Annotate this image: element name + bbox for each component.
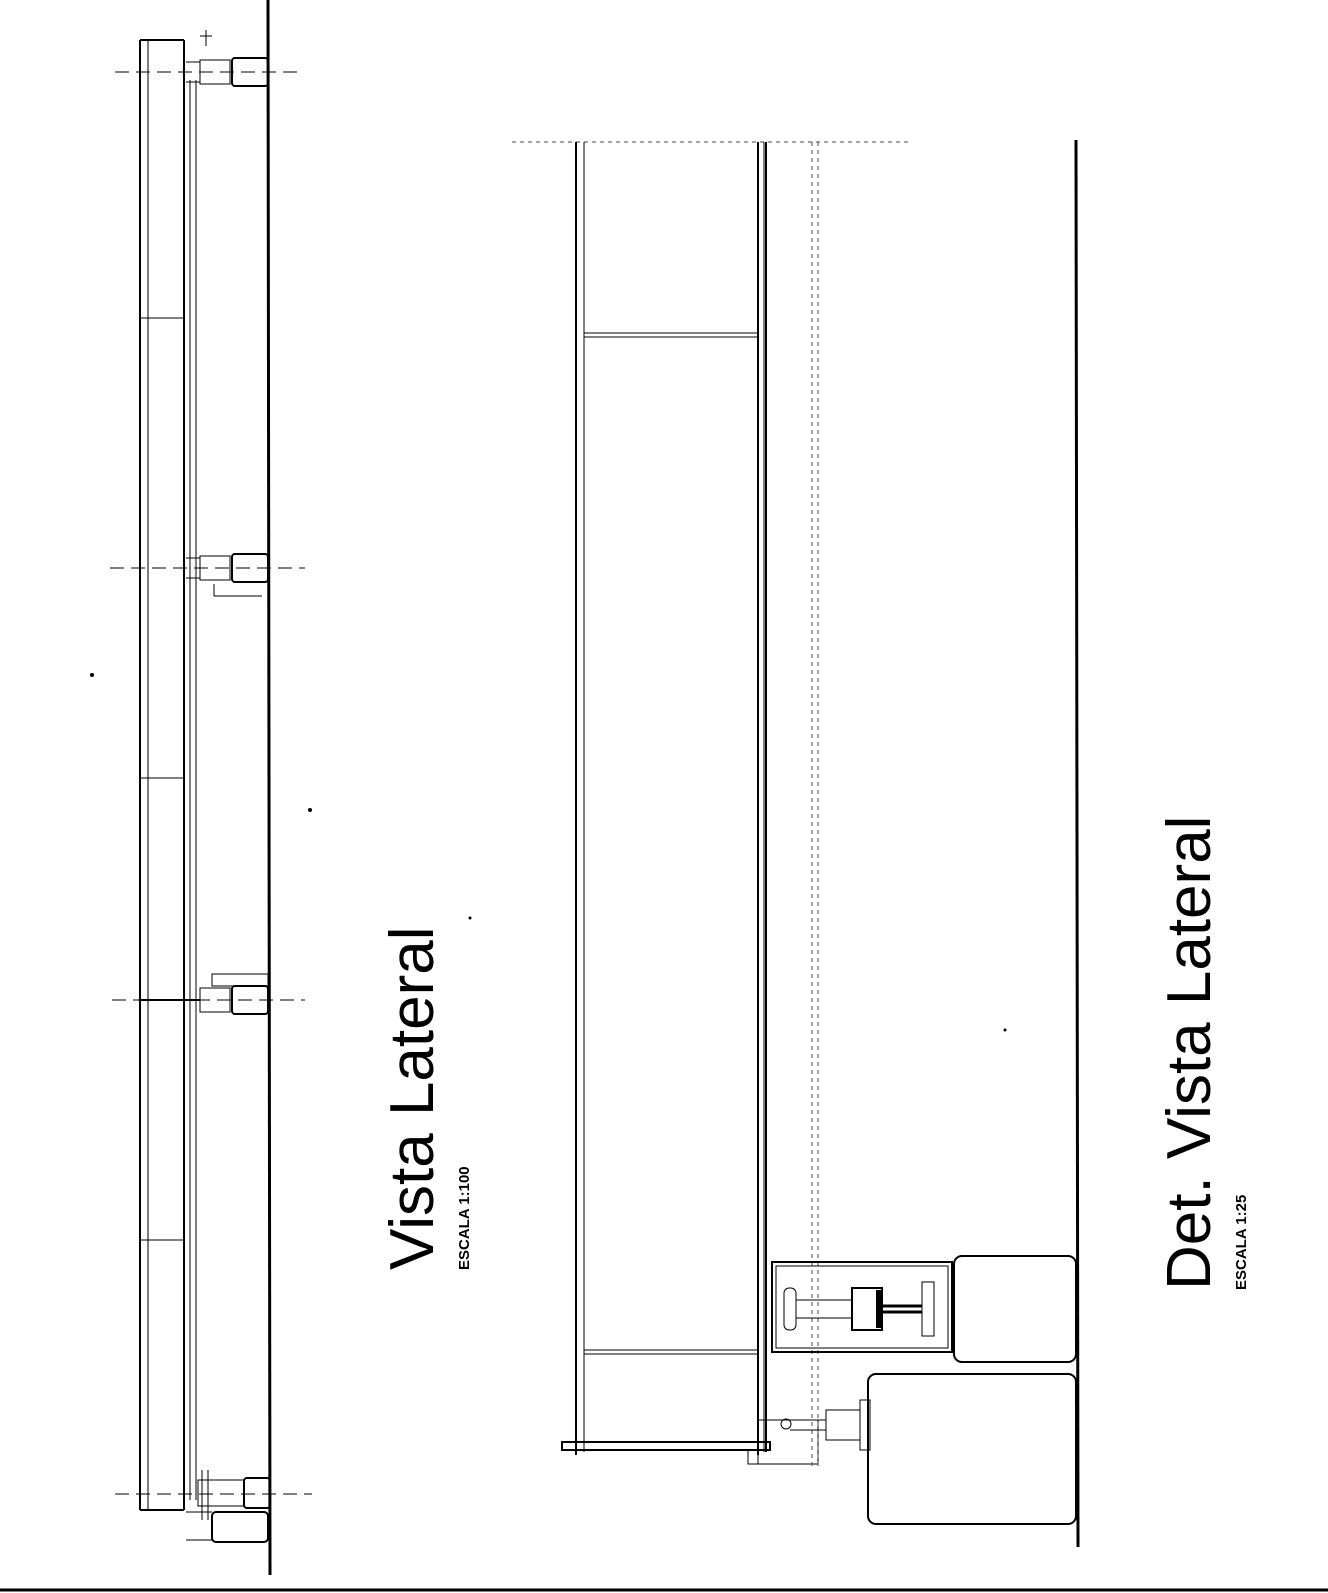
lower-support	[780, 1373, 1077, 1525]
side-view-drawing	[110, 0, 312, 1576]
lower-support-block	[867, 1373, 1077, 1525]
support-1	[115, 30, 300, 87]
detail-view-drawing	[512, 139, 1080, 1548]
upper-support	[771, 1255, 1077, 1363]
support-2	[110, 553, 305, 597]
side-view-title-block: Vista Lateral ESCALA 1:100	[378, 926, 473, 1270]
side-view-title: Vista Lateral	[378, 926, 447, 1270]
detail-view-title-block: Det. Vista Lateral ESCALA 1:25	[1155, 816, 1250, 1290]
base-plate	[561, 1441, 771, 1451]
detail-view-scale: ESCALA 1:25	[1233, 1195, 1250, 1290]
side-view-scale: ESCALA 1:100	[456, 1166, 473, 1270]
support-4	[115, 1470, 312, 1543]
detail-view-title: Det. Vista Lateral	[1155, 816, 1224, 1290]
ground-line	[266, 0, 272, 1576]
support-3	[112, 973, 305, 1015]
upper-support-block	[953, 1255, 1077, 1363]
detail-ground-line	[1074, 139, 1080, 1548]
